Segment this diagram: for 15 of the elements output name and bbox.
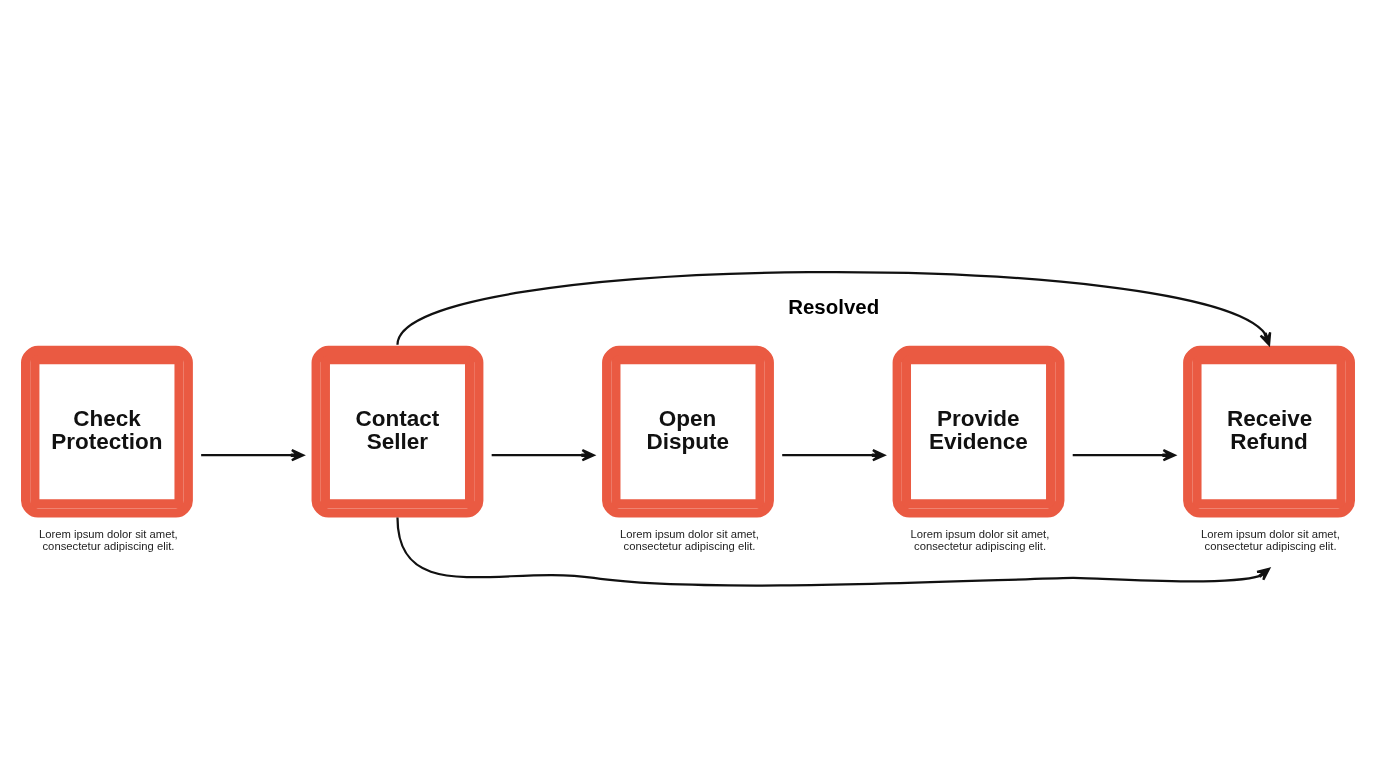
node-box: Check Protection [21, 345, 193, 518]
edge-label: Resolved [788, 294, 880, 318]
arrow [491, 448, 595, 461]
node-label: Lorem ipsum dolor sit amet, consectetur adipiscing elit. [1201, 527, 1340, 552]
arrow [1072, 448, 1176, 461]
node-box: Contact Seller [311, 345, 484, 518]
node-box: Provide Evidence [892, 345, 1065, 518]
arrow [201, 448, 305, 461]
node-label: Lorem ipsum dolor sit amet, consectetur adipiscing elit. [910, 527, 1050, 552]
arrow [782, 448, 886, 461]
node-box: Receive Refund [1183, 345, 1355, 518]
node-label: Lorem ipsum dolor sit amet, consectetur adipiscing elit. [38, 527, 178, 552]
node-label: Lorem ipsum dolor sit amet, consectetur adipiscing elit. [619, 527, 759, 552]
node-box: Open Dispute [602, 345, 774, 518]
arrow [396, 517, 1271, 587]
